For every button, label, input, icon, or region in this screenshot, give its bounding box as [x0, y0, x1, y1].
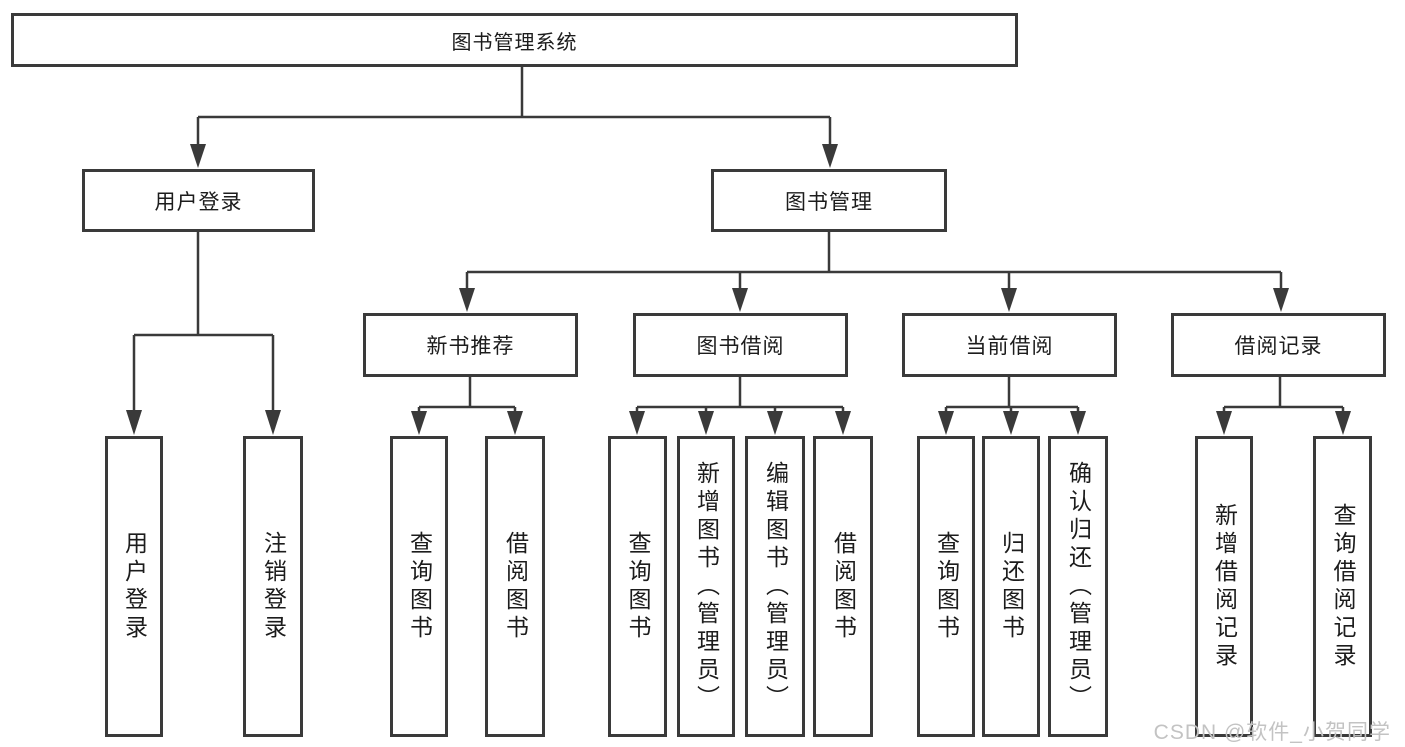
node-current-borrowing: 当前借阅	[902, 313, 1117, 377]
node-user-login: 用户登录	[82, 169, 315, 232]
leaf-add-borrow-record: 新增借阅记录	[1195, 436, 1253, 737]
node-book-borrowing: 图书借阅	[633, 313, 848, 377]
leaf-logout: 注销登录	[243, 436, 303, 737]
leaf-query-book-current: 查询图书	[917, 436, 975, 737]
arrowhead-icons	[126, 144, 1351, 435]
leaf-borrow-book-label: 借阅图书	[830, 530, 857, 643]
node-borrowing-records-label: 借阅记录	[1234, 335, 1323, 358]
leaf-query-book-recommend-label: 查询图书	[406, 530, 433, 643]
leaf-add-borrow-record-label: 新增借阅记录	[1211, 502, 1238, 671]
leaf-user-login-label: 用户登录	[121, 530, 148, 643]
leaf-edit-book-admin: 编辑图书（管理员）	[745, 436, 805, 737]
leaf-borrow-book-recommend: 借阅图书	[485, 436, 545, 737]
csdn-watermark: CSDN @软件_小贺同学	[1153, 721, 1391, 744]
leaf-return-book-label: 归还图书	[998, 530, 1025, 643]
node-root-label: 图书管理系统	[451, 31, 578, 54]
leaf-query-book-borrow-label: 查询图书	[625, 530, 651, 643]
leaf-edit-book-admin-label: 编辑图书（管理员）	[762, 460, 789, 713]
leaf-user-login: 用户登录	[105, 436, 163, 737]
node-new-book-recommend-label: 新书推荐	[426, 335, 515, 358]
leaf-query-borrow-record: 查询借阅记录	[1313, 436, 1372, 737]
node-borrowing-records: 借阅记录	[1171, 313, 1386, 377]
node-book-management-label: 图书管理	[785, 190, 873, 214]
node-new-book-recommend: 新书推荐	[363, 313, 578, 377]
leaf-borrow-book-recommend-label: 借阅图书	[502, 530, 529, 643]
leaf-add-book-admin-label: 新增图书（管理员）	[693, 460, 720, 713]
leaf-query-book-current-label: 查询图书	[933, 530, 960, 643]
leaf-confirm-return-admin-label: 确认归还（管理员）	[1065, 460, 1092, 713]
leaf-query-book-recommend: 查询图书	[390, 436, 448, 737]
node-book-borrowing-label: 图书借阅	[696, 335, 785, 358]
leaf-query-borrow-record-label: 查询借阅记录	[1330, 502, 1356, 671]
leaf-query-book-borrow: 查询图书	[608, 436, 667, 737]
leaf-return-book: 归还图书	[982, 436, 1040, 737]
leaf-logout-label: 注销登录	[260, 530, 287, 643]
leaf-confirm-return-admin: 确认归还（管理员）	[1048, 436, 1108, 737]
leaf-add-book-admin: 新增图书（管理员）	[677, 436, 735, 737]
node-current-borrowing-label: 当前借阅	[965, 335, 1054, 358]
node-root-system: 图书管理系统	[11, 13, 1018, 67]
node-book-management: 图书管理	[711, 169, 947, 232]
node-user-login-label: 用户登录	[154, 190, 243, 214]
leaf-borrow-book: 借阅图书	[813, 436, 873, 737]
